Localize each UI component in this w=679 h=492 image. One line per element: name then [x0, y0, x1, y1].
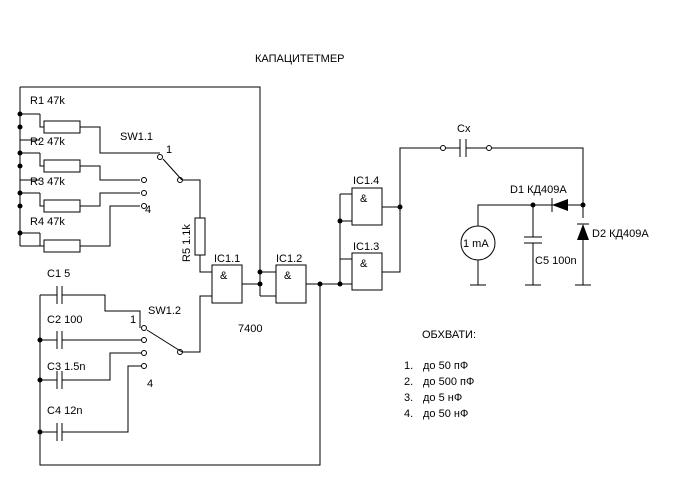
switch-sw1-1: SW1.1 1 4 [120, 131, 201, 218]
label-sw1-1-pos-1: 1 [166, 144, 172, 156]
label-sw1-2-pos-1: 1 [130, 314, 136, 326]
label-c4: C4 12n [47, 405, 82, 417]
range-item-4-text: до 50 нФ [423, 408, 468, 420]
label-c1: C1 5 [47, 268, 70, 280]
capacitor-bank: C1 5 C2 100 C3 1.5n C4 12n [37, 268, 144, 441]
label-d2: D2 КД409А [592, 228, 649, 240]
resistor-r3 [43, 199, 81, 213]
label-sw1-2: SW1.2 [148, 305, 181, 317]
label-ic1-4: IC1.4 [353, 175, 379, 187]
label-r5: R5 1.1k [181, 224, 193, 262]
ranges-legend: ОБХВАТИ: 1. до 50 пФ 2. до 500 пФ 3. до … [404, 329, 476, 420]
label-r3: R3 47k [30, 176, 65, 188]
resistor-r2 [43, 159, 81, 173]
resistor-r5: R5 1.1k [181, 217, 212, 273]
label-c2: C2 100 [47, 314, 82, 326]
nand-ic1-1: & IC1.1 [211, 253, 243, 304]
nand-ic1-2: & IC1.2 [275, 253, 307, 304]
ranges-heading: ОБХВАТИ: [422, 329, 476, 341]
gate-symbol-ic1-1: & [220, 270, 228, 282]
label-r1: R1 47k [30, 95, 65, 107]
range-item-3-number: 3. [404, 392, 413, 404]
range-item-2-text: до 500 пФ [423, 376, 474, 388]
nand-ic1-3: & IC1.3 [351, 241, 383, 291]
resistor-ladder: R1 47k R2 47k R3 47k R4 47k [17, 86, 261, 272]
resistor-r1 [43, 120, 81, 134]
label-sw1-2-pos-4: 4 [147, 378, 153, 390]
range-item-1-text: до 50 пФ [423, 360, 468, 372]
switch-sw1-2: SW1.2 1 4 [125, 295, 212, 390]
resistor-r4 [43, 239, 81, 253]
schematic-title: КАПАЦИТЕТМЕР [255, 53, 345, 65]
label-cx: Cx [457, 123, 471, 135]
range-item-1-number: 1. [404, 360, 413, 372]
measurement-circuit: Cx D1 КД409А D2 КД409А 1 mA C5 100n [440, 123, 649, 286]
label-meter: 1 mA [463, 238, 489, 250]
gate-wiring [39, 147, 440, 466]
nand-ic1-4: & IC1.4 [351, 175, 383, 226]
range-item-3-text: до 5 нФ [423, 392, 462, 404]
label-chip-7400: 7400 [238, 323, 262, 335]
label-c5: C5 100n [535, 255, 577, 267]
gate-symbol-ic1-4: & [360, 193, 368, 205]
label-d1: D1 КД409А [510, 184, 567, 196]
label-ic1-2: IC1.2 [276, 253, 302, 265]
gate-symbol-ic1-2: & [284, 270, 292, 282]
label-sw1-1: SW1.1 [120, 131, 153, 143]
label-r4: R4 47k [30, 216, 65, 228]
label-sw1-1-pos-4: 4 [145, 204, 151, 216]
label-ic1-3: IC1.3 [353, 241, 379, 253]
range-item-2-number: 2. [404, 376, 413, 388]
label-ic1-1: IC1.1 [214, 253, 240, 265]
range-item-4-number: 4. [404, 408, 413, 420]
gate-symbol-ic1-3: & [360, 258, 368, 270]
label-r2: R2 47k [30, 136, 65, 148]
label-c3: C3 1.5n [47, 361, 86, 373]
